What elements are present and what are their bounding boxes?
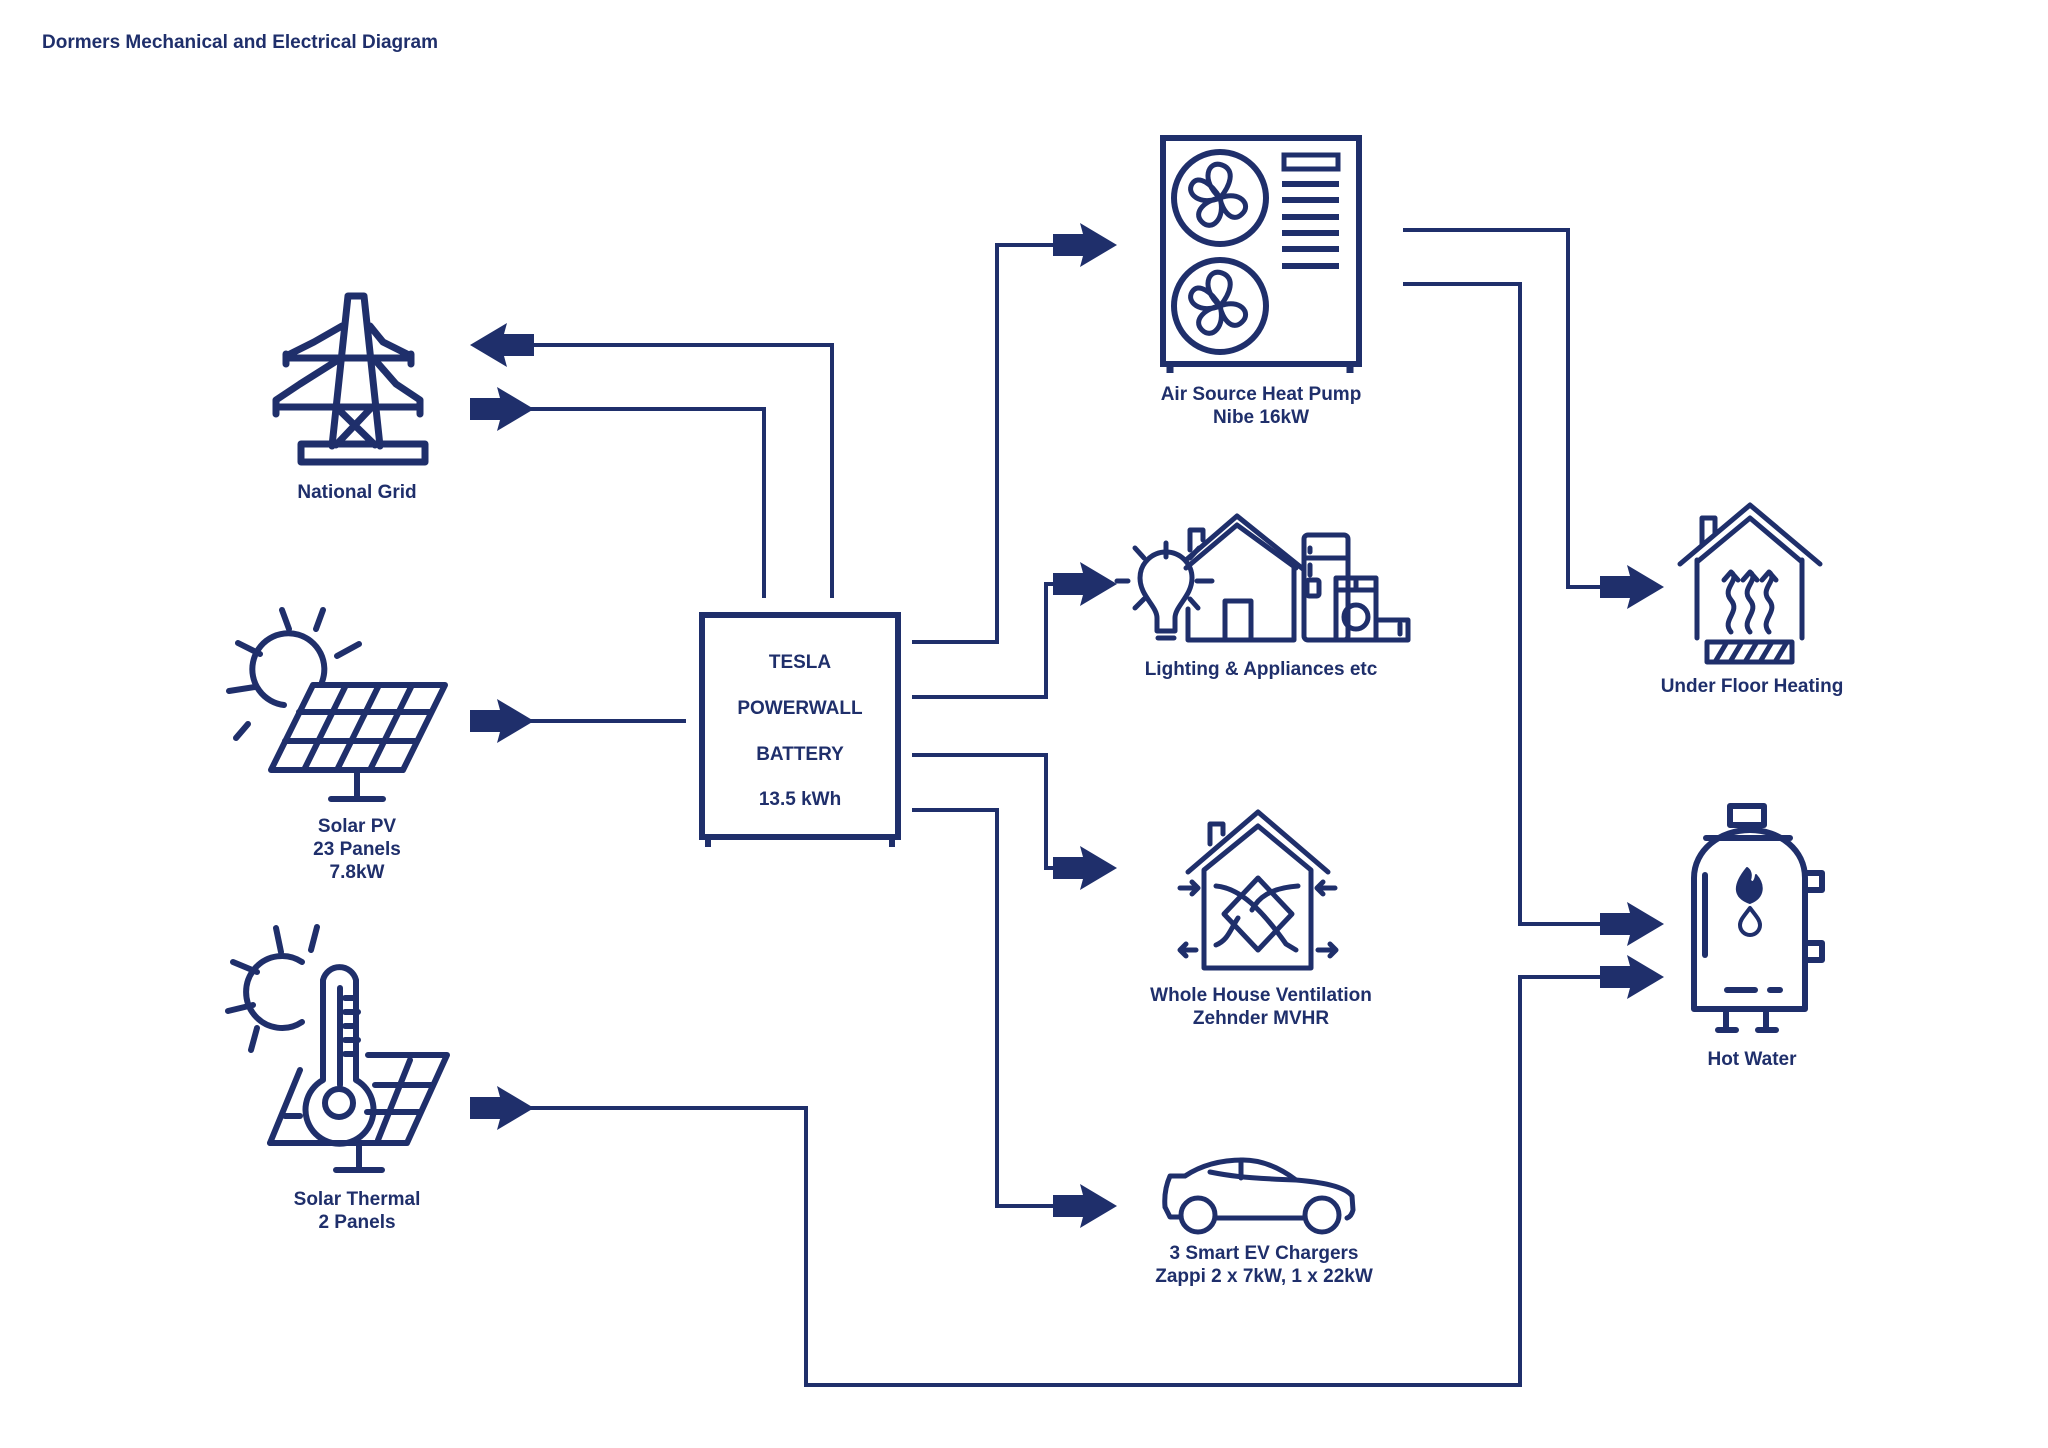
arrow-from-grid — [470, 387, 534, 431]
heat-pump-icon[interactable] — [1160, 135, 1362, 373]
connector-battery-to-grid — [520, 343, 834, 598]
connector-heat-pump-to-ufh — [1403, 228, 1630, 589]
arrow-solar-thermal — [470, 1086, 534, 1130]
power-pylon-icon[interactable] — [272, 292, 429, 466]
arrow-to-grid — [470, 323, 534, 367]
water-heater-icon[interactable] — [1691, 803, 1825, 1033]
hot-water-label: Hot Water — [1707, 1049, 1797, 1070]
connector-battery-to-heat-pump — [912, 243, 1080, 644]
connector-grid-to-battery — [530, 407, 766, 598]
solar-panel-icon[interactable] — [226, 607, 448, 802]
battery-capacity: 13.5 kWh — [758, 789, 842, 810]
lighting-label: Lighting & Appliances etc — [1144, 659, 1378, 680]
ufh-label: Under Floor Heating — [1660, 676, 1844, 697]
ventilation-label: Whole House Ventilation Zehnder MVHR — [1150, 985, 1372, 1029]
battery-label-line-1: TESLA — [768, 652, 832, 673]
arrow-ufh — [1600, 565, 1664, 609]
diagram-title: Dormers Mechanical and Electrical Diagra… — [42, 32, 438, 53]
arrow-hot-water-2 — [1600, 955, 1664, 999]
battery-icon — [699, 612, 901, 847]
house-appliances-icon[interactable] — [1114, 513, 1411, 643]
arrow-lighting — [1053, 562, 1117, 606]
arrow-hot-water-1 — [1600, 902, 1664, 946]
car-icon[interactable] — [1162, 1157, 1356, 1235]
solar-pv-label: Solar PV 23 Panels 7.8kW — [313, 816, 401, 883]
connector-heat-pump-to-hot-water — [1403, 282, 1630, 926]
underfloor-heating-icon[interactable] — [1677, 502, 1823, 665]
arrow-solar-pv — [470, 699, 534, 743]
battery-label-line-2: POWERWALL — [737, 698, 863, 719]
arrow-heat-pump — [1053, 223, 1117, 267]
arrow-ev — [1053, 1184, 1117, 1228]
arrow-ventilation — [1053, 846, 1117, 890]
ev-chargers-label: 3 Smart EV Chargers Zappi 2 x 7kW, 1 x 2… — [1155, 1243, 1373, 1287]
battery-label-line-3: BATTERY — [756, 744, 844, 765]
connector-battery-to-ev — [912, 808, 1080, 1208]
solar-thermal-icon[interactable] — [225, 924, 450, 1173]
solar-thermal-label: Solar Thermal 2 Panels — [293, 1189, 421, 1233]
national-grid-label: National Grid — [297, 482, 417, 503]
ventilation-house-icon[interactable] — [1177, 809, 1339, 971]
battery-node[interactable]: TESLA POWERWALL BATTERY 13.5 kWh — [700, 613, 900, 839]
connector-solar-thermal-to-hot-water — [530, 975, 1630, 1387]
heat-pump-label: Air Source Heat Pump Nibe 16kW — [1160, 384, 1362, 428]
